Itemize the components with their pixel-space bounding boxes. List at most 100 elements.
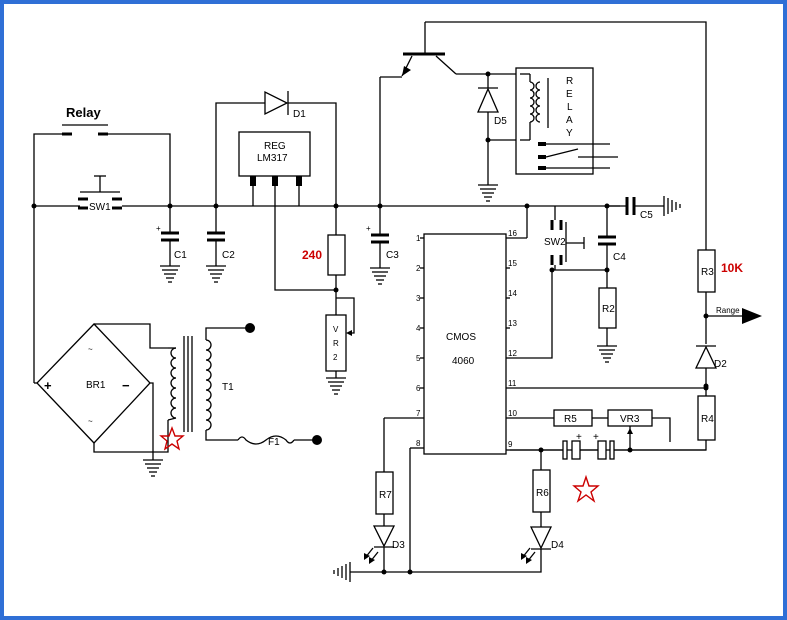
cmos-pin-r11: 11 xyxy=(508,379,517,388)
r5-label: R5 xyxy=(564,414,577,425)
led-d3: D3 xyxy=(364,514,405,572)
sw1-label: SW1 xyxy=(89,202,111,213)
diode-d2: D2 xyxy=(694,345,727,396)
capacitor-c2: C2 xyxy=(206,206,235,283)
c4-label: C4 xyxy=(613,252,626,263)
potentiometer-vr2: V R 2 xyxy=(325,297,355,395)
r3-value: 10K xyxy=(721,261,743,275)
resistor-r3: R3 10K xyxy=(697,249,743,344)
reg-label: REG xyxy=(264,141,286,152)
transformer-t1: T1 xyxy=(167,323,255,441)
sw2: SW2 xyxy=(510,206,610,359)
cmos-pin-l6: 6 xyxy=(416,384,421,393)
ground-icon xyxy=(206,265,226,283)
potentiometer-vr3: VR3 xyxy=(607,409,671,453)
capacitor-c1: + C1 xyxy=(156,206,187,283)
diode-d1: D1 xyxy=(215,90,337,206)
cmos-pin-r14: 14 xyxy=(508,289,517,298)
resistor-r6: R6 xyxy=(532,450,551,513)
fuse-f1: F1 xyxy=(237,435,322,448)
ground-icon xyxy=(597,345,617,363)
d3-label: D3 xyxy=(392,540,405,551)
sw1: SW1 xyxy=(34,175,380,213)
diode-d5: D5 xyxy=(477,74,520,202)
relay-char-2: E xyxy=(566,89,573,100)
resistor-240: 240 xyxy=(302,206,346,315)
d1-label: D1 xyxy=(293,109,306,120)
star-icon xyxy=(572,474,600,503)
cmos-pin-r9: 9 xyxy=(508,440,513,449)
cmos-pin-r16: 16 xyxy=(508,229,517,238)
cmos-4060: CMOS 4060 1 2 3 4 5 6 7 8 16 15 14 13 12 xyxy=(384,206,706,455)
capacitor-c5: C5 xyxy=(607,196,681,221)
cmos-pin-l8: 8 xyxy=(416,439,421,448)
br-minus: − xyxy=(122,378,130,393)
c3-plus: + xyxy=(366,224,371,233)
cap-plus-1: + xyxy=(576,432,582,443)
relay-switch-label: Relay xyxy=(66,105,101,120)
relay-char-4: A xyxy=(566,115,573,126)
timing-capacitors: + + xyxy=(510,432,706,460)
relay-switch: Relay xyxy=(33,105,171,206)
vr3-label: VR3 xyxy=(620,414,640,425)
vr2-char-1: V xyxy=(333,325,339,334)
relay-char-5: Y xyxy=(566,128,573,139)
cmos-pin-l1: 1 xyxy=(416,234,421,243)
ac-tilde-icon: ~ xyxy=(88,345,93,354)
led-d4: D4 xyxy=(410,512,564,573)
cmos-label: CMOS xyxy=(446,332,476,343)
r7-label: R7 xyxy=(379,490,392,501)
c2-label: C2 xyxy=(222,250,235,261)
ac-tilde-icon: ~ xyxy=(88,417,93,426)
cmos-pin-l7: 7 xyxy=(416,409,421,418)
ground-icon xyxy=(663,196,681,216)
ground-icon xyxy=(478,184,498,202)
cmos-pin-r15: 15 xyxy=(508,259,517,268)
ground-icon xyxy=(160,265,180,283)
vr2-char-3: 2 xyxy=(333,353,338,362)
r4-label: R4 xyxy=(701,414,714,425)
star-icon xyxy=(159,426,185,451)
ground-icon xyxy=(370,267,390,285)
br1-label: BR1 xyxy=(86,380,106,391)
cmos-pin-l5: 5 xyxy=(416,354,421,363)
regulator-lm317: REG LM317 xyxy=(238,131,336,291)
vr2-char-2: R xyxy=(333,339,339,348)
br-plus: + xyxy=(44,378,52,393)
cmos-pin-l2: 2 xyxy=(416,264,421,273)
d2-label: D2 xyxy=(714,359,727,370)
t1-label: T1 xyxy=(222,382,234,393)
range-output: Range xyxy=(703,306,762,324)
d4-label: D4 xyxy=(551,540,564,551)
r6-label: R6 xyxy=(536,488,549,499)
relay-block: R E L A Y xyxy=(515,67,618,175)
bridge-rectifier-br1: + − BR1 ~ ~ xyxy=(33,206,169,477)
cmos-pin-r13: 13 xyxy=(508,319,517,328)
resistor-r5: R5 xyxy=(553,409,608,427)
cmos-pin-r10: 10 xyxy=(508,409,517,418)
cmos-pin-l3: 3 xyxy=(416,294,421,303)
ground-icon xyxy=(333,562,351,582)
ground-icon xyxy=(326,377,346,395)
r3-label: R3 xyxy=(701,267,714,278)
c1-plus: + xyxy=(156,224,161,233)
cap-plus-2: + xyxy=(593,432,599,443)
capacitor-c4: C4 xyxy=(598,206,626,288)
c5-label: C5 xyxy=(640,210,653,221)
cmos-model-label: 4060 xyxy=(452,356,475,367)
cmos-pin-r12: 12 xyxy=(508,349,517,358)
range-label: Range xyxy=(716,306,740,315)
resistor-r2: R2 xyxy=(597,287,617,363)
f1-label: F1 xyxy=(268,437,280,448)
reg-model-label: LM317 xyxy=(257,153,288,164)
r2-label: R2 xyxy=(602,304,615,315)
ground-icon xyxy=(143,459,163,477)
capacitor-c3: + C3 xyxy=(366,206,399,285)
c1-label: C1 xyxy=(174,250,187,261)
d5-label: D5 xyxy=(494,116,507,127)
c3-label: C3 xyxy=(386,250,399,261)
relay-char-3: L xyxy=(567,102,573,113)
resistor-r7: R7 xyxy=(375,418,394,515)
